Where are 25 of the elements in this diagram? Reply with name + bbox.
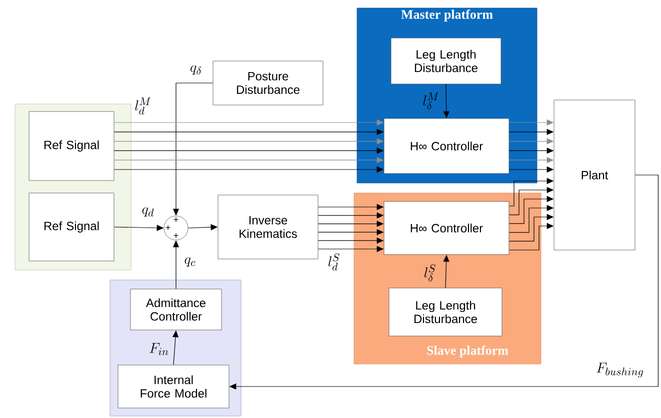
edge-label: $l_\delta^M$	[423, 92, 439, 110]
plus-sign: +	[174, 217, 178, 222]
process-box: H∞ Controller	[384, 118, 510, 174]
process-box: Ref Signal	[28, 192, 114, 262]
process-box: Inverse Kinematics	[218, 194, 318, 260]
process-box: Admittance Controller	[130, 288, 222, 330]
edge-label: $F_{bushing}$	[596, 362, 644, 378]
panel-title: Slave platform	[427, 346, 508, 358]
process-box: Plant	[554, 100, 636, 250]
process-box: Internal Force Model	[118, 364, 230, 408]
process-box: Ref Signal	[28, 111, 114, 181]
process-box: Leg Length Disturbance	[390, 38, 502, 84]
edge-label: $q_c$	[184, 257, 196, 266]
plus-sign: +	[174, 233, 178, 238]
process-box: Leg Length Disturbance	[388, 288, 502, 336]
edge-label: $l_d^S$	[328, 253, 340, 270]
process-box: H∞ Controller	[384, 201, 510, 255]
edge-label: $F_{in}$	[150, 343, 168, 356]
process-box: Posture Disturbance	[212, 60, 324, 106]
edge-label: $q_\delta$	[190, 65, 202, 74]
edge-label: $q_d$	[142, 207, 154, 216]
edge-label: $l_d^M$	[135, 98, 151, 114]
edge-label: $l_\delta^S$	[424, 264, 436, 282]
panel-title: Master platform	[401, 10, 493, 22]
plus-sign: +	[166, 225, 170, 230]
